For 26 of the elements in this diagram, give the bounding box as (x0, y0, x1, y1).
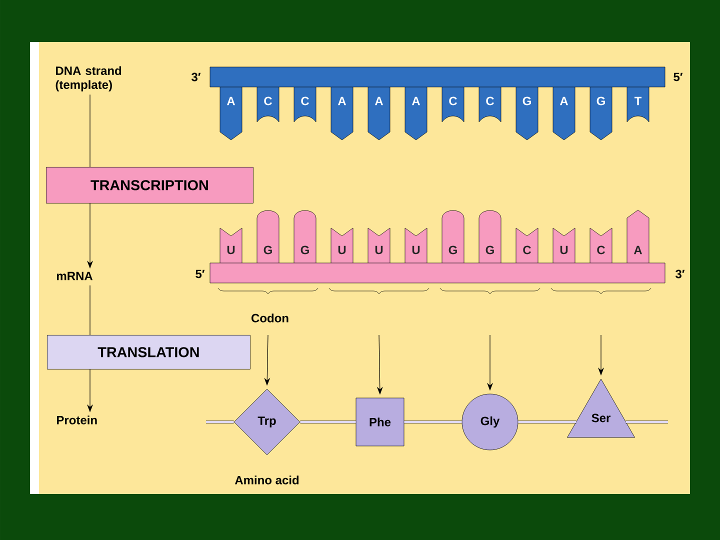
protein-chain-line (518, 420, 576, 424)
nucleotide-base: G (516, 86, 538, 140)
nucleotide-base: G (590, 86, 612, 140)
nucleotide-base: G (294, 210, 316, 264)
nucleotide-base: A (404, 86, 428, 140)
process-box: TRANSLATION (47, 335, 250, 370)
nucleotide-base: G (442, 210, 464, 264)
nucleotide-base: G (478, 210, 502, 264)
amino-acid-square: Phe (356, 398, 404, 446)
nucleotide-base: A (552, 86, 576, 140)
nucleotide-base: A (368, 86, 390, 140)
process-box: TRANSCRIPTION (46, 167, 254, 204)
nucleotide-base: A (626, 210, 650, 264)
protein-chain-line (300, 420, 356, 424)
caption-label: Amino acid (234, 476, 299, 484)
amino-acid-triangle: Ser (567, 378, 635, 438)
protein-chain-line (206, 420, 234, 424)
nucleotide-base: A (220, 86, 242, 140)
molecule-label: Protein (57, 416, 97, 424)
caption-label: Codon (252, 314, 288, 322)
strand-label: DNA strand (template) (56, 66, 122, 92)
protein-chain-line (404, 420, 462, 424)
nucleotide-base: A (330, 86, 354, 140)
protein-chain-line (626, 420, 668, 424)
molecule-label: mRNA (57, 272, 93, 280)
nucleotide-base: G (256, 210, 280, 264)
